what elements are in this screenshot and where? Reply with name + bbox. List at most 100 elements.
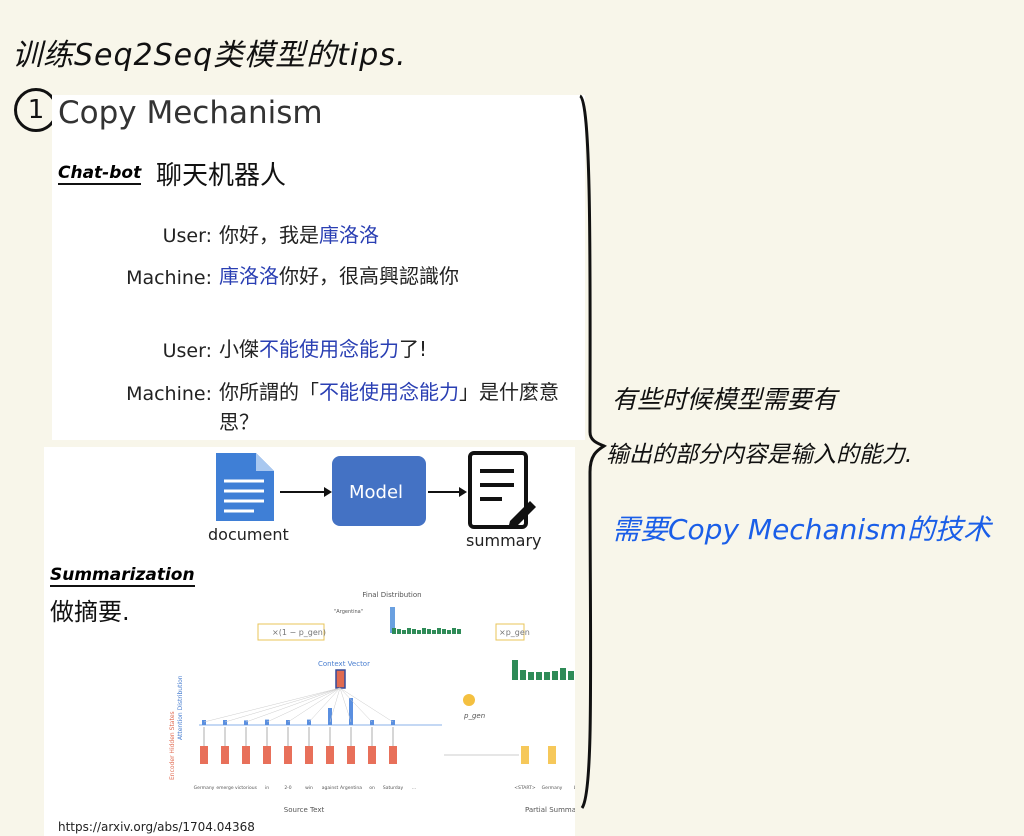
side-note-line2: 输出的部分内容是输入的能力. <box>606 442 913 468</box>
context-vector <box>335 669 346 689</box>
bracket <box>578 94 607 809</box>
summarization-note: 做摘要. <box>50 598 130 626</box>
source-word: in <box>265 785 269 791</box>
final-bar <box>417 630 421 634</box>
pointer-generator-diagram: Final Distribution"Argentina"×(1 − p_gen… <box>169 591 575 814</box>
highlight: 不能使用念能力 <box>319 380 459 404</box>
encoder-state <box>221 746 229 764</box>
slide-title: Copy Mechanism <box>58 95 323 131</box>
summarization-diagram: Final Distribution"Argentina"×(1 − p_gen… <box>169 451 575 814</box>
attention-link <box>339 687 394 723</box>
source-word: Germany <box>194 785 215 791</box>
final-bar <box>412 629 416 634</box>
vocab-bar <box>536 672 542 680</box>
final-bar <box>392 628 396 634</box>
encoder-state <box>284 746 292 764</box>
encoder-state <box>347 746 355 764</box>
encoder-state <box>368 746 376 764</box>
final-bar <box>442 629 446 634</box>
attention-bar <box>223 720 227 725</box>
side-note-line1: 有些时候模型需要有 <box>612 385 838 414</box>
attention-link <box>339 687 373 723</box>
final-bar <box>432 630 436 634</box>
speaker: Machine: <box>126 267 212 289</box>
vocab-bar <box>568 671 574 680</box>
handwritten-title: 训练Seq2Seq类模型的tips. <box>12 38 407 73</box>
attention-link <box>203 687 341 723</box>
document-icon <box>216 453 274 521</box>
utterance: 你好，我是庫洛洛 <box>219 220 579 250</box>
source-word: on <box>369 786 375 791</box>
pgen-label: p_gen <box>463 712 485 720</box>
model-box <box>332 456 426 526</box>
side-note-blue: 需要Copy Mechanism的技术 <box>612 513 991 546</box>
final-distribution-label: Final Distribution <box>362 591 421 599</box>
vocab-bar <box>528 672 534 680</box>
attention-bar <box>307 719 311 725</box>
decoder-state <box>548 746 556 764</box>
attention-link <box>224 687 341 723</box>
attention-link <box>266 687 341 723</box>
chatbot-note: 聊天机器人 <box>156 161 287 191</box>
slide-copy-mechanism: Copy Mechanism Chat-bot 聊天机器人 User: 你好，我… <box>52 95 585 440</box>
encoder-state <box>389 746 397 764</box>
text: 你所謂的「 <box>219 380 319 404</box>
encoder-state <box>305 746 313 764</box>
highlight: 庫洛洛 <box>319 223 379 247</box>
highlight: 庫洛洛 <box>219 264 279 288</box>
source-word: emerge <box>216 785 234 791</box>
attention-link <box>287 687 341 723</box>
final-bar <box>437 628 441 634</box>
text: 」是什麼意思？ <box>219 380 559 434</box>
text: 你好，我是 <box>219 223 319 247</box>
attention-link <box>339 687 352 723</box>
encoder-state <box>263 746 271 764</box>
vocab-bar <box>544 672 550 680</box>
final-bar <box>457 629 461 634</box>
highlight: 不能使用念能力 <box>259 337 399 361</box>
source-word: against <box>322 785 339 791</box>
attention-bar <box>244 720 248 725</box>
attention-bar <box>370 720 374 725</box>
text: 了! <box>399 337 428 361</box>
decoder-state <box>521 746 529 764</box>
attention-link <box>245 687 341 723</box>
speaker: User: <box>162 225 212 247</box>
attention-label: Attention Distribution <box>177 675 184 740</box>
speaker: Machine: <box>126 383 212 405</box>
pgen-node <box>463 694 475 706</box>
attention-link <box>308 687 341 723</box>
encoder-state <box>200 746 208 764</box>
attention-bar <box>202 720 206 725</box>
final-bar <box>397 629 401 634</box>
summary-icon <box>468 451 536 529</box>
paper-link[interactable]: https://arxiv.org/abs/1704.04368 <box>58 820 255 834</box>
utterance: 庫洛洛你好，很高興認識你 <box>219 261 579 291</box>
final-bar <box>402 630 406 634</box>
source-word: Saturday <box>383 785 404 791</box>
times-box <box>495 623 525 641</box>
final-bar <box>407 628 411 634</box>
final-bar <box>427 629 431 634</box>
final-bar <box>447 630 451 634</box>
utterance: 小傑不能使用念能力了! <box>219 334 579 364</box>
attention-bar <box>391 720 395 725</box>
source-word: win <box>305 785 313 791</box>
source-word: victorious <box>235 785 258 791</box>
source-text-label: Source Text <box>284 806 325 814</box>
slide-summarization: Final Distribution"Argentina"×(1 − p_gen… <box>44 447 575 836</box>
source-word: 2-0 <box>284 785 291 791</box>
argentina-label: "Argentina" <box>334 609 363 615</box>
text: 小傑 <box>219 337 259 361</box>
vocab-bar <box>512 660 518 680</box>
summary-word: Germany <box>542 785 563 791</box>
attention-bar <box>265 719 269 725</box>
summarization-heading: Summarization <box>50 565 195 587</box>
summary-word: <START> <box>514 785 536 791</box>
one-minus-box <box>257 623 325 641</box>
chatbot-heading: Chat-bot <box>58 163 142 185</box>
final-bar-argentina <box>390 607 395 633</box>
attention-bar <box>286 720 290 725</box>
times-label: ×p_gen <box>499 628 530 637</box>
attention-link <box>329 687 341 723</box>
